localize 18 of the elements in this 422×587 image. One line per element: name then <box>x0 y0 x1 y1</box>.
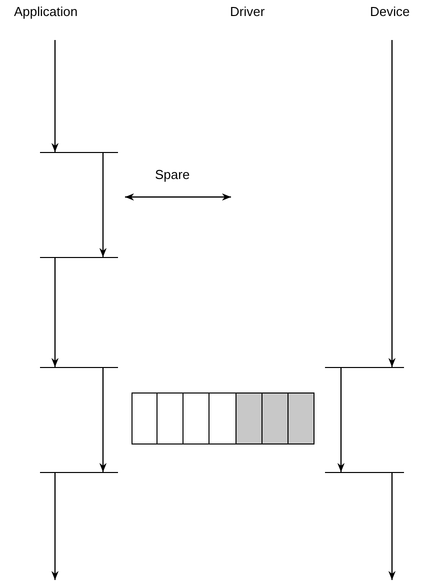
tick-line <box>40 152 118 153</box>
tick-line <box>40 367 118 368</box>
tick-line <box>40 257 118 258</box>
arrow <box>388 472 396 580</box>
column-heading: Device <box>370 4 410 19</box>
arrow <box>51 40 59 152</box>
arrow <box>51 257 59 367</box>
tick-line <box>325 367 404 368</box>
arrow <box>337 367 345 472</box>
tick-line <box>325 472 404 473</box>
tick-line <box>40 472 118 473</box>
arrow <box>99 152 107 257</box>
arrow <box>51 472 59 580</box>
arrow <box>99 367 107 472</box>
column-heading: Driver <box>230 4 265 19</box>
arrow-label: Spare <box>155 167 190 182</box>
column-heading: Application <box>14 4 78 19</box>
arrow <box>388 40 396 367</box>
